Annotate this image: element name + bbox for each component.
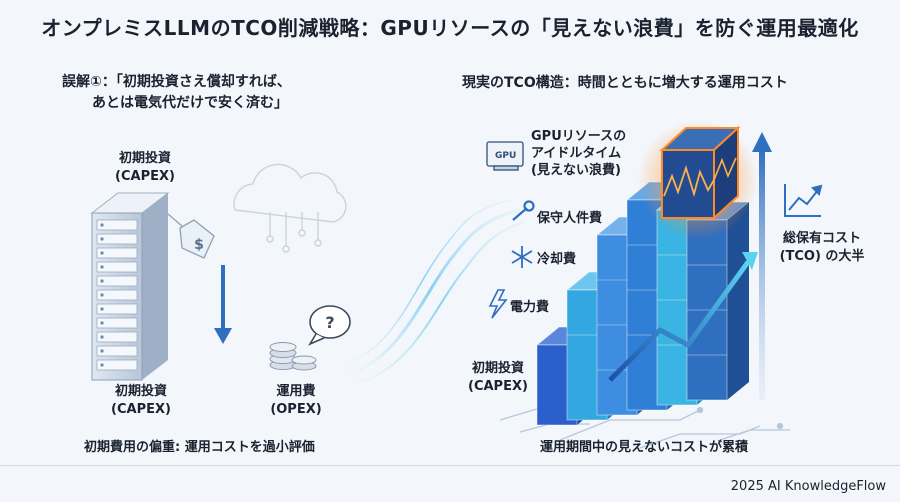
rack-led [100, 251, 104, 255]
capex-label-right: 初期投資 (CAPEX) [468, 360, 528, 396]
rack-led [100, 307, 104, 311]
rack-led [100, 349, 104, 353]
capex-bottom-line-1: 初期投資 [114, 384, 167, 399]
staff-cost-label: 保守人件費 [537, 211, 603, 226]
capex-bottom-line-2: (CAPEX) [111, 402, 171, 417]
tco-label: 総保有コスト (TCO) の大半 [772, 230, 872, 266]
reality-heading: 現実のTCO構造：時間とともに増大する運用コスト [462, 75, 788, 91]
rack-led [100, 279, 104, 283]
stair-front-face [686, 219, 728, 401]
footer-credit: 2025 AI KnowledgeFlow [730, 479, 886, 494]
rack-led [100, 293, 104, 297]
svg-text:?: ? [325, 313, 334, 332]
capex-top-line-2: (CAPEX) [115, 169, 175, 184]
capex-right-line-2: (CAPEX) [468, 379, 528, 394]
misconception-line-2: あとは電気代だけで安く済む」 [92, 95, 288, 111]
flow-stream [339, 199, 526, 386]
trend-chart-icon [784, 184, 823, 217]
rack-unit [96, 219, 138, 231]
opex-label: 運用費 (OPEX) [256, 383, 336, 419]
rack-unit [96, 233, 138, 245]
misconception-heading: 誤解①：「初期投資さえ償却すれば、 あとは電気代だけで安く済む」 [62, 72, 291, 114]
rack-unit [96, 303, 138, 315]
opex-line-2: (OPEX) [270, 402, 322, 417]
gpu-card-icon: GPU [486, 141, 524, 171]
page-title: オンプレミスLLMのTCO削減戦略：GPUリソースの「見えない浪費」を防ぐ運用最… [41, 16, 859, 40]
rack-led [100, 223, 104, 227]
gpu-idle-line-2: アイドルタイム [531, 146, 622, 161]
rack-led [100, 265, 104, 269]
rack-led [100, 363, 104, 367]
gpu-idle-cube [638, 120, 758, 240]
gpu-idle-line-1: GPUリソースの [531, 129, 627, 144]
cooling-cost-label: 冷却費 [537, 252, 577, 267]
rack-unit [96, 247, 138, 259]
opex-line-1: 運用費 [276, 384, 316, 399]
lightning-icon [488, 289, 508, 319]
misconception-line-1: 誤解①：「初期投資さえ償却すれば、 [62, 74, 291, 90]
capex-right-line-1: 初期投資 [471, 361, 524, 376]
gpu-idle-label: GPUリソースの アイドルタイム (見えない浪費) [531, 128, 626, 179]
coins-icon [269, 342, 317, 371]
rack-led [100, 335, 104, 339]
arrow-down-icon [214, 265, 232, 344]
right-bottom-caption: 運用期間中の見えないコストが累積 [540, 440, 749, 455]
rack-unit [96, 261, 138, 273]
question-bubble-icon: ? [308, 305, 351, 346]
rack-unit [96, 317, 138, 329]
snowflake-icon [511, 246, 533, 268]
wrench-icon [512, 200, 535, 221]
cloud-circuit-icon [233, 163, 347, 253]
arrow-up-icon [752, 132, 772, 400]
footer-divider [0, 465, 900, 466]
capex-label-bottom: 初期投資 (CAPEX) [96, 383, 186, 419]
svg-text:GPU: GPU [495, 151, 516, 161]
tco-line-1: 総保有コスト [782, 231, 861, 246]
rack-led [100, 321, 104, 325]
svg-text:$: $ [194, 237, 204, 253]
stair-side-face [727, 202, 749, 400]
gpu-idle-line-3: (見えない浪費) [531, 163, 621, 178]
rack-unit [96, 331, 138, 343]
capex-label-top: 初期投資 (CAPEX) [100, 150, 190, 186]
rack-unit [96, 359, 138, 371]
capex-top-line-1: 初期投資 [118, 151, 171, 166]
dollar-tag-icon: $ [167, 213, 215, 259]
left-bottom-caption: 初期費用の偏重: 運用コストを過小評価 [84, 440, 315, 455]
rack-led [100, 237, 104, 241]
rack-unit [96, 289, 138, 301]
rack-units [96, 219, 138, 371]
growth-trend-arrow [608, 252, 758, 382]
rack-unit [96, 275, 138, 287]
power-cost-label: 電力費 [510, 300, 550, 315]
tco-line-2: (TCO) の大半 [779, 249, 865, 264]
rack-unit [96, 345, 138, 357]
